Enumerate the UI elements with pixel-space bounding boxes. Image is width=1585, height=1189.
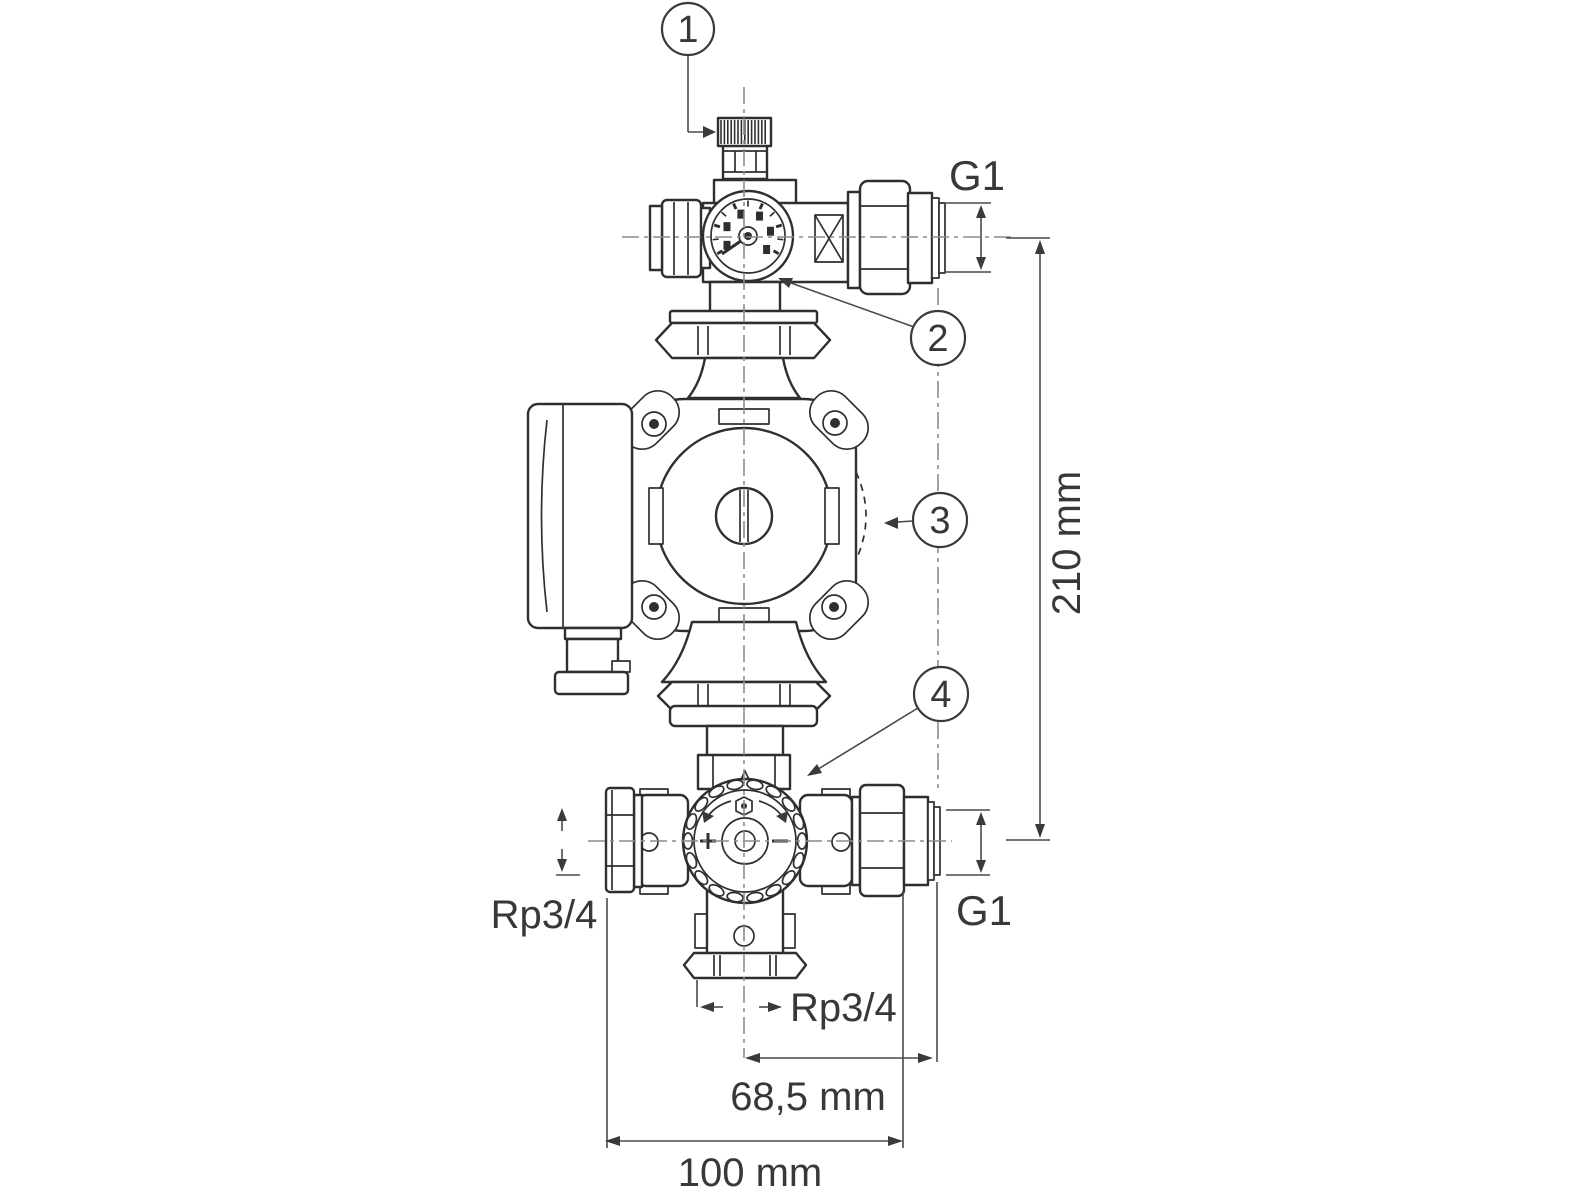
gauge-ticks — [712, 200, 784, 256]
hidden-edge-arc — [855, 471, 867, 561]
callout-2-number: 2 — [927, 318, 948, 360]
dim-width-100: 100 mm — [605, 1136, 903, 1189]
label-height: 210 mm — [1045, 471, 1089, 616]
callout-3-number: 3 — [929, 500, 950, 542]
callout-1 — [660, 1, 716, 57]
left-union-rp34 — [604, 786, 636, 894]
knob-scallops — [682, 779, 808, 903]
thermometer-gauge — [701, 189, 795, 283]
pump-control-box — [526, 402, 634, 696]
label-offset: 68,5 mm — [730, 1075, 886, 1119]
check-valve — [814, 214, 844, 263]
top-left-union — [648, 198, 712, 279]
pump-union-top — [654, 309, 832, 360]
dim-g1-bottom: G1 — [946, 809, 1012, 934]
dim-rp34-left: Rp3/4 — [491, 808, 598, 937]
pump-screws — [641, 410, 848, 620]
label-rp34-bottom: Rp3/4 — [790, 986, 897, 1030]
mixing-knob — [681, 770, 809, 905]
dim-height-210: 210 mm — [1006, 237, 1089, 841]
callout-2 — [909, 309, 967, 367]
callout-4 — [912, 665, 970, 723]
callouts: 1 2 3 4 — [660, 1, 970, 776]
cable-gland — [565, 637, 620, 674]
label-width: 100 mm — [678, 1151, 823, 1189]
dimensions: G1 210 mm G1 Rp3/4 — [491, 152, 1089, 1189]
callout-3 — [911, 491, 969, 549]
right-union-g1 — [850, 783, 941, 898]
gauge-valve-body — [648, 179, 946, 314]
label-g1-bottom: G1 — [956, 887, 1012, 934]
label-rp34-left: Rp3/4 — [491, 893, 598, 937]
label-g1-top: G1 — [949, 152, 1005, 199]
gauge-scale-numbers — [723, 209, 774, 255]
dim-g1-top: G1 — [944, 152, 1005, 273]
valve-neck — [705, 724, 785, 758]
dim-offset-685: 68,5 mm — [730, 1053, 933, 1119]
callout-4-number: 4 — [930, 674, 951, 716]
callout-1-number: 1 — [677, 9, 698, 51]
dim-rp34-bottom: Rp3/4 — [696, 980, 897, 1030]
mixing-valve — [604, 770, 941, 980]
